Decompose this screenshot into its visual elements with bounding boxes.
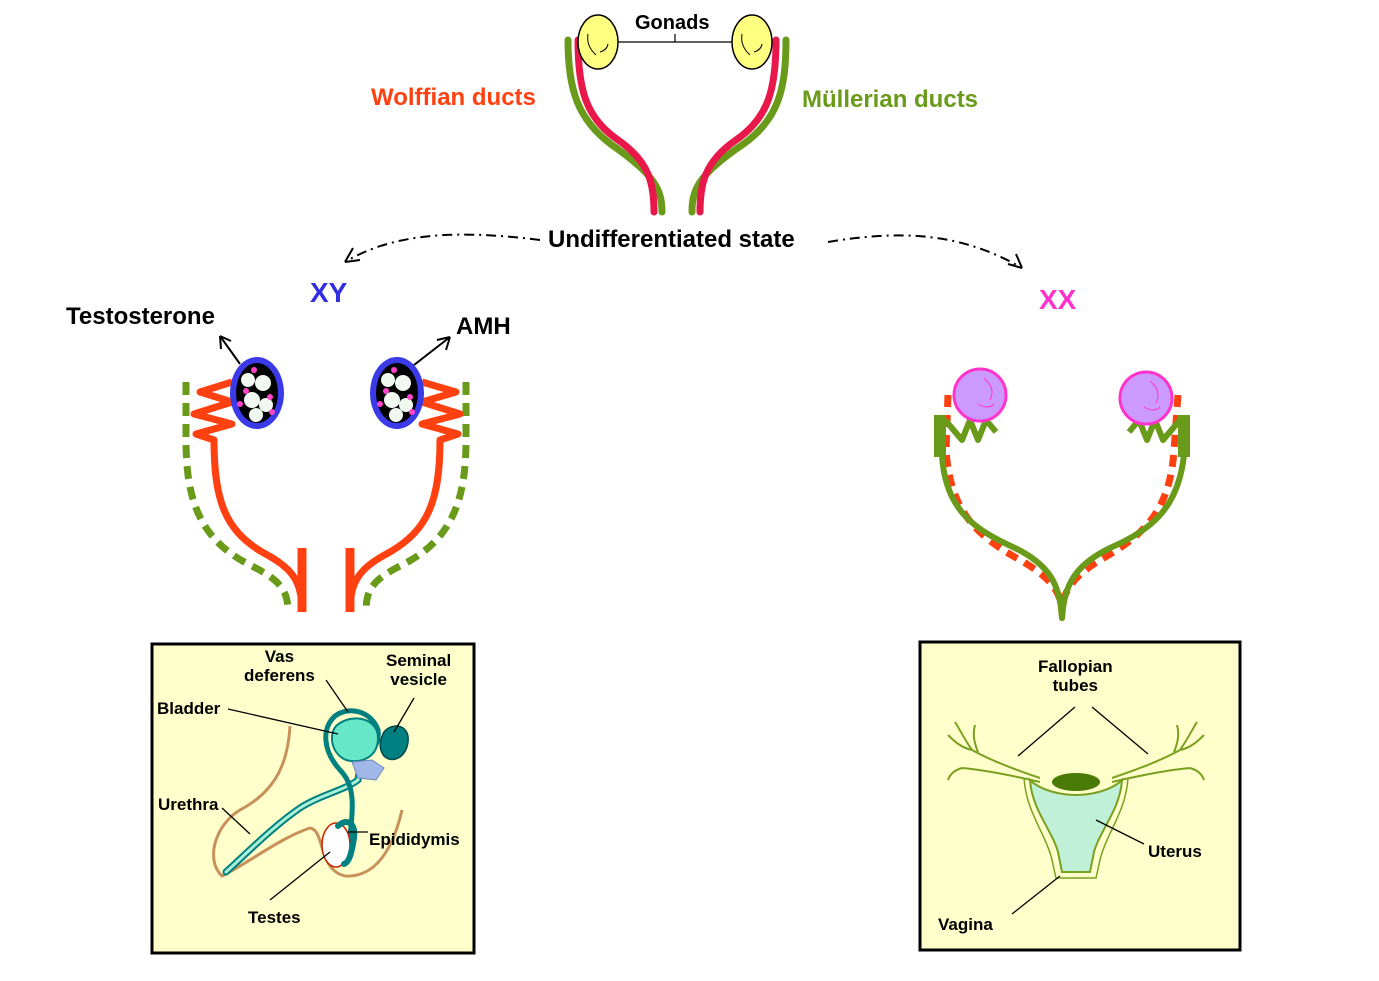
arrow-to-xx (827, 234, 1023, 269)
female-anatomy-panel (918, 640, 1242, 952)
seminal-vesicle (379, 725, 409, 761)
amh-arrow (413, 336, 451, 366)
male-anatomy-panel (150, 642, 476, 955)
mullerian-duct-female-left (939, 452, 1065, 621)
gonad-left (577, 14, 619, 70)
undifferentiated-state-label: Undifferentiated state (548, 226, 795, 253)
gonad-right (731, 14, 773, 70)
fallopian-tube-left (947, 721, 1041, 783)
uterus (1028, 777, 1124, 873)
female-ducts (934, 367, 1190, 621)
testis-left (230, 357, 284, 429)
fimbria-left (942, 417, 999, 443)
arrow-to-xy (344, 233, 541, 263)
testes-label: Testes (248, 908, 301, 927)
epididymis-label: Epididymis (369, 830, 460, 849)
epididymis (335, 819, 358, 867)
bladder-label: Bladder (157, 699, 221, 718)
vas-deferens-label: Vas deferens (244, 647, 315, 685)
mullerian-duct-male-left-regressing (182, 382, 292, 613)
testis-right (370, 357, 424, 429)
mullerian-ducts-label: Müllerian ducts (802, 86, 979, 113)
leader-testes (269, 851, 331, 901)
male-body-outline (212, 725, 404, 878)
leader-uterus (1095, 819, 1145, 845)
leader-seminal-vesicle (393, 697, 415, 733)
vagina-label: Vagina (938, 915, 993, 934)
fallopian-tubes-label: Fallopian tubes (1038, 657, 1113, 695)
leader-vagina (1011, 875, 1061, 915)
mullerian-duct-male-right-regressing (362, 382, 470, 613)
differentiation-arrows (344, 233, 1023, 269)
leader-urethra (221, 807, 251, 835)
gonads-label: Gonads (635, 12, 710, 34)
testosterone-label: Testosterone (66, 303, 215, 330)
wolffian-duct-female-left-regressing (942, 394, 1066, 616)
male-ducts (182, 335, 470, 613)
leader-vas-deferens (325, 679, 349, 713)
ovary-right (1118, 370, 1174, 426)
uterine-fundus (1052, 773, 1100, 791)
undifferentiated-ducts (564, 14, 790, 216)
uterus-label: Uterus (1148, 842, 1202, 861)
leader-fallopian-left (1017, 706, 1076, 757)
wolffian-duct-right (696, 36, 780, 216)
wolffian-duct-male-right (346, 378, 464, 613)
seminal-vesicle-label: Seminal vesicle (386, 651, 452, 689)
wolffian-ducts-label: Wolffian ducts (371, 84, 536, 111)
mullerian-duct-right (688, 36, 790, 216)
urethra-label: Urethra (158, 795, 219, 814)
mullerian-duct-left (564, 36, 666, 216)
mullerian-duct-female-right (1059, 452, 1187, 621)
bladder (330, 717, 380, 763)
leader-fallopian-right (1091, 706, 1149, 755)
xx-label: XX (1039, 284, 1077, 315)
prostate (351, 759, 385, 781)
wolffian-duct-left (574, 36, 658, 216)
fallopian-tube-right (1111, 721, 1205, 783)
amh-label: AMH (456, 313, 511, 340)
leader-bladder (227, 708, 339, 735)
wolffian-duct-male-left (190, 378, 306, 613)
ovary-left (952, 367, 1008, 423)
testosterone-arrow (219, 335, 241, 365)
xy-label: XY (310, 277, 348, 308)
